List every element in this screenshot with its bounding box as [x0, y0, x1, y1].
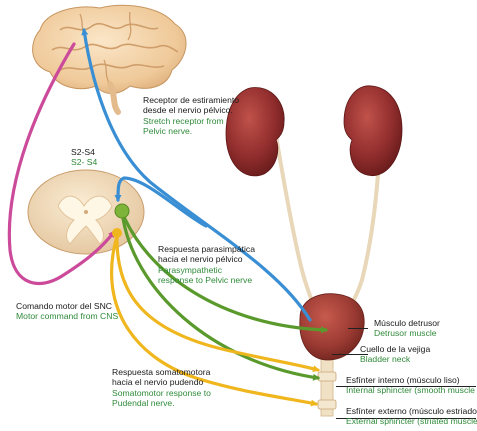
bladder-neck-es: Cuello de la vejiga: [360, 344, 430, 354]
stretch-es-2: desde el nervio pélvico.: [143, 105, 239, 115]
somatomotor-en-1: Somatomotor response to: [112, 388, 211, 398]
parasympathetic-es-2: hacia el nervio pélvico: [158, 254, 255, 264]
bladder-neck-label: Cuello de la vejiga Bladder neck: [360, 344, 430, 365]
motor-command-label: Comando motor del SNC Motor command from…: [16, 301, 118, 322]
stretch-receptor-label: Receptor de estiramiento desde el nervio…: [143, 95, 239, 137]
stretch-en-1: Stretch receptor from: [143, 116, 239, 126]
detrusor-label: Músculo detrusor Detrusor muscle: [374, 318, 440, 339]
internal-sphincter-es: Esfínter interno (músculo liso): [346, 375, 475, 385]
synapse-yellow-dot: [112, 228, 122, 238]
detrusor-es: Músculo detrusor: [374, 318, 440, 328]
stretch-es-1: Receptor de estiramiento: [143, 95, 239, 105]
stretch-en-2: Pelvic nerve.: [143, 126, 239, 136]
kidney-illustration: [226, 86, 402, 176]
somatomotor-es-1: Respuesta somatomotora: [112, 367, 211, 377]
synapse-green-dot: [115, 204, 129, 218]
bladder-neck-en: Bladder neck: [360, 354, 430, 364]
detrusor-en: Detrusor muscle: [374, 328, 440, 338]
parasympathetic-label: Respuesta parasimpática hacia el nervio …: [158, 244, 255, 286]
detrusor-leader-line: [348, 328, 368, 329]
parasympathetic-en-1: Parasympathetic: [158, 265, 255, 275]
internal-sphincter-en: Internal sphincter (smooth muscle: [346, 385, 475, 395]
motor-en: Motor command from CNS: [16, 311, 118, 321]
somatomotor-en-2: Pudendal nerve.: [112, 398, 211, 408]
external-sphincter-es: Esfínter externo (músculo estriado: [346, 406, 477, 416]
motor-es: Comando motor del SNC: [16, 301, 118, 311]
internal-sphincter-label: Esfínter interno (músculo liso) Internal…: [346, 375, 475, 396]
external-sphincter-label: Esfínter externo (músculo estriado Exter…: [346, 406, 477, 427]
segment-label: S2-S4 S2- S4: [71, 147, 97, 168]
segment-es: S2-S4: [71, 147, 97, 157]
parasympathetic-es-1: Respuesta parasimpática: [158, 244, 255, 254]
parasympathetic-en-2: response to Pelvic nerve: [158, 275, 255, 285]
external-sphincter-en: External sphincter (striated muscle: [346, 416, 477, 426]
somatomotor-label: Respuesta somatomotora hacia el nervio p…: [112, 367, 211, 409]
segment-en: S2- S4: [71, 157, 97, 167]
somatomotor-es-2: hacia el nervio pudendo: [112, 377, 211, 387]
